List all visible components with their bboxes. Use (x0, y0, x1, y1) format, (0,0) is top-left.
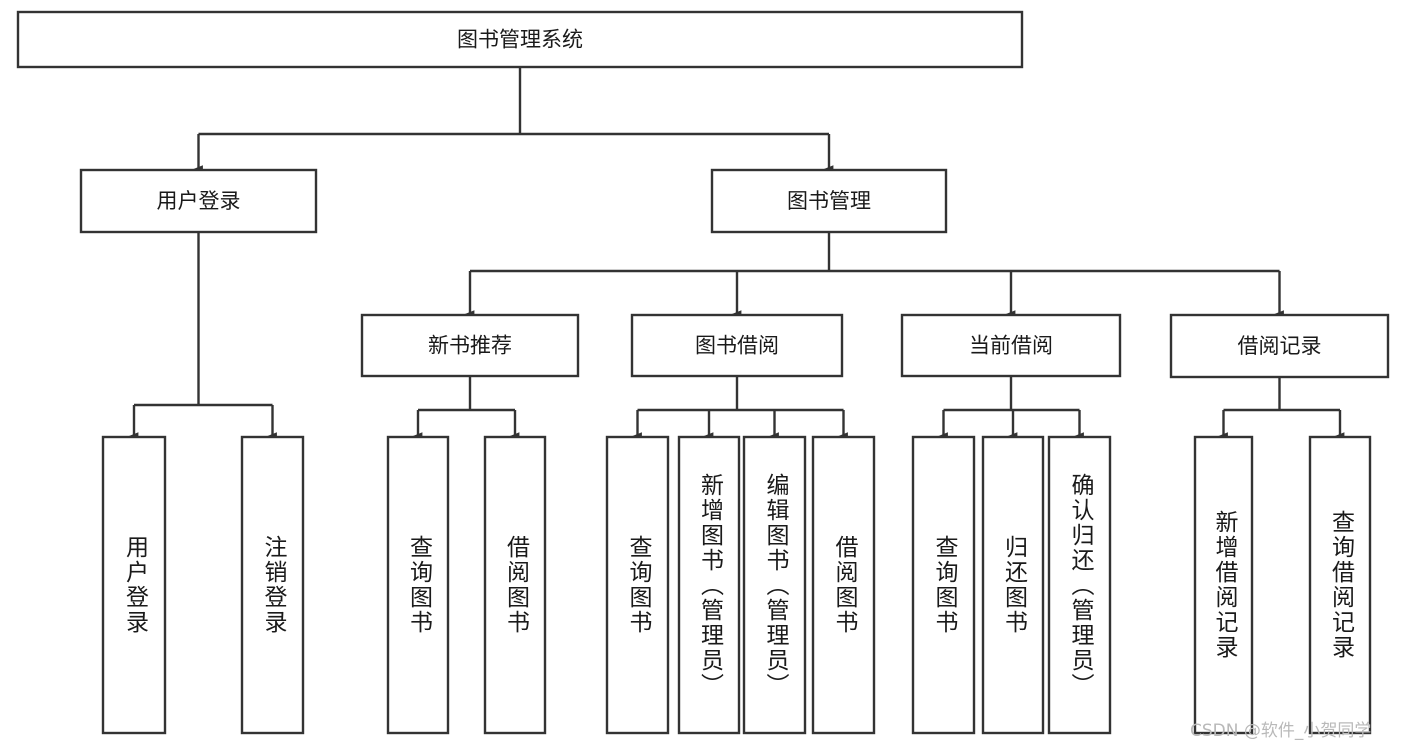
node-box-leaf-edit-book-admin[interactable] (742, 435, 807, 735)
node-box-borrow-record[interactable] (1169, 313, 1390, 379)
node-box-leaf-add-book-admin[interactable] (677, 435, 741, 735)
node-label-current-borrow: 当前借阅 (969, 334, 1053, 358)
node-box-leaf-add-borrow-record[interactable] (1193, 435, 1254, 735)
csdn-watermark: CSDN @软件_小贺同学 (1190, 721, 1372, 741)
node-box-leaf-query-book-current[interactable] (911, 435, 976, 735)
node-label-new-book-recommend: 新书推荐 (428, 334, 512, 358)
node-box-leaf-query-borrow-record[interactable] (1308, 435, 1372, 735)
node-label-user-login: 用户登录 (157, 189, 241, 213)
node-box-leaf-return-book[interactable] (981, 435, 1045, 735)
node-box-current-borrow[interactable] (900, 313, 1122, 378)
node-box-leaf-confirm-return-admin[interactable] (1047, 435, 1112, 735)
node-box-user-login[interactable] (79, 168, 318, 234)
node-box-root[interactable] (16, 10, 1024, 69)
node-label-root: 图书管理系统 (457, 28, 583, 52)
node-label-book-manage: 图书管理 (787, 189, 871, 213)
node-box-leaf-borrow-book[interactable] (811, 435, 876, 735)
node-box-leaf-logout-login[interactable] (240, 435, 305, 735)
connector-layer (129, 67, 1345, 440)
node-box-new-book-recommend[interactable] (360, 313, 580, 378)
node-box-leaf-query-book-recommend[interactable] (386, 435, 450, 735)
node-box-leaf-query-book-borrow[interactable] (605, 435, 670, 735)
node-box-leaf-borrow-book-recommend[interactable] (483, 435, 547, 735)
node-box-book-borrow[interactable] (630, 313, 844, 378)
node-box-book-manage[interactable] (710, 168, 948, 234)
node-label-book-borrow: 图书借阅 (695, 334, 779, 358)
node-box-leaf-user-login[interactable] (101, 435, 167, 735)
node-label-borrow-record: 借阅记录 (1238, 334, 1322, 358)
node-box-layer (16, 10, 1390, 735)
